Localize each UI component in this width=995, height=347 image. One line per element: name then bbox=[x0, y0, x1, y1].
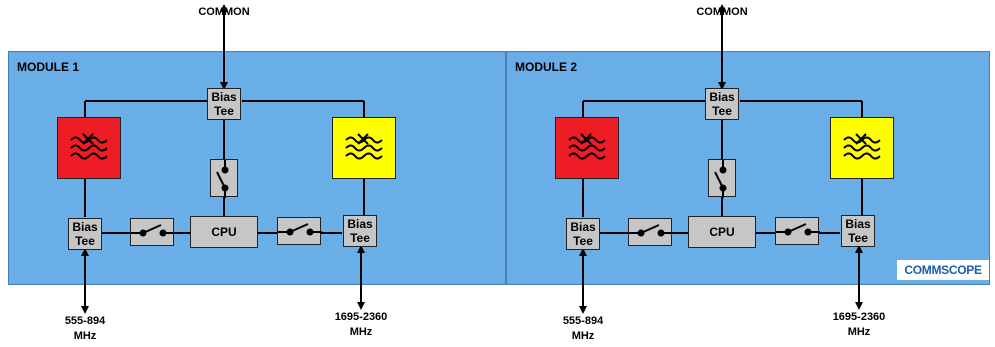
module-2-low-band-filter-icon bbox=[555, 117, 619, 179]
high-band-range: 1695-2360 bbox=[334, 311, 388, 323]
high-band-range: 1695-2360 bbox=[832, 311, 886, 323]
low-band-unit: MHz bbox=[571, 330, 595, 342]
module-1-right-switch-icon bbox=[277, 217, 322, 245]
module-1-common-label: COMMON bbox=[198, 6, 250, 18]
high-band-unit: MHz bbox=[349, 326, 373, 338]
module-1-left-switch-icon bbox=[130, 218, 175, 246]
module-1-bias-tee-low: Bias Tee bbox=[68, 218, 102, 250]
module-1-cpu-label: CPU bbox=[211, 225, 237, 239]
module-2-bias-tee-low-label: Bias Tee bbox=[570, 220, 596, 248]
module-1-low-band-filter-icon bbox=[57, 117, 121, 179]
module-1-vertical-switch-icon bbox=[210, 159, 238, 198]
module-2-cpu-label: CPU bbox=[709, 225, 735, 239]
module-2-title: MODULE 2 bbox=[515, 60, 578, 74]
module-2-bias-tee-low: Bias Tee bbox=[566, 218, 600, 250]
module-1-title: MODULE 1 bbox=[17, 60, 80, 74]
module-2-bias-tee-top: Bias Tee bbox=[705, 88, 739, 120]
module-1-high-band-filter-icon bbox=[332, 117, 396, 179]
module-2-right-switch-icon bbox=[775, 217, 820, 245]
module-2-left-switch-icon bbox=[628, 218, 673, 246]
module-1-bias-tee-high: Bias Tee bbox=[343, 215, 377, 247]
module-1-bias-tee-top: Bias Tee bbox=[207, 88, 241, 120]
module-2-cpu: CPU bbox=[688, 216, 756, 248]
module-2-bias-tee-top-label: Bias Tee bbox=[709, 90, 735, 118]
commscope-logo: COMMSCOPE bbox=[897, 260, 989, 280]
module-2-bias-tee-high: Bias Tee bbox=[841, 215, 875, 247]
low-band-unit: MHz bbox=[73, 330, 97, 342]
module-2-common-label: COMMON bbox=[696, 6, 748, 18]
module-1-bias-tee-low-label: Bias Tee bbox=[72, 220, 98, 248]
high-band-unit: MHz bbox=[847, 326, 871, 338]
module-2-bias-tee-high-label: Bias Tee bbox=[845, 217, 871, 245]
module-2-high-band-filter-icon bbox=[830, 117, 894, 179]
low-band-range: 555-894 bbox=[562, 315, 604, 327]
module-1-bias-tee-top-label: Bias Tee bbox=[211, 90, 237, 118]
low-band-range: 555-894 bbox=[64, 315, 106, 327]
module-2-vertical-switch-icon bbox=[708, 159, 736, 198]
module-1-cpu: CPU bbox=[190, 216, 258, 248]
module-1-bias-tee-high-label: Bias Tee bbox=[347, 217, 373, 245]
